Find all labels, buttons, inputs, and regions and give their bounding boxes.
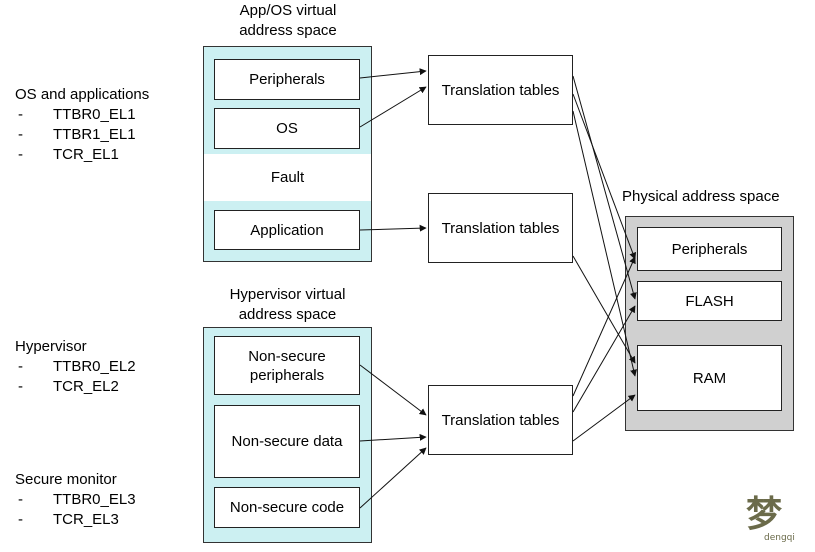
region-label: Non-secure peripherals	[248, 347, 326, 385]
tt-label: Translation tables	[441, 219, 560, 237]
phys-peripherals-region: Peripherals	[637, 227, 782, 271]
os-apps-heading: OS and applications	[15, 86, 150, 103]
region-label-line: peripherals	[249, 366, 325, 384]
arrow-periph-to-tt	[359, 68, 427, 79]
arrow-tt3-to-flash	[572, 305, 636, 413]
logo-glyph: 梦	[746, 494, 782, 535]
register-item: -TCR_EL2	[18, 378, 119, 395]
register-label: TCR_EL1	[53, 146, 119, 163]
arrow-nsperiph-to-tt	[359, 364, 427, 416]
hypervisor-heading: Hypervisor	[15, 338, 87, 355]
hypervisor-registers: Hypervisor -TTBR0_EL2 -TCR_EL2	[15, 337, 136, 397]
arrow-tt1-to-periph	[572, 93, 637, 260]
translation-tables-el1-app: Translation tables	[428, 193, 573, 263]
region-label: Non-secure data	[231, 433, 343, 450]
arrow-nsdata-to-tt	[359, 433, 427, 442]
register-item: -TTBR1_EL1	[18, 126, 136, 143]
arrow-app-to-tt	[359, 224, 427, 232]
tt-label: Translation tables	[441, 411, 560, 429]
register-item: -TTBR0_EL1	[18, 106, 136, 123]
logo-subtext: dengqi	[764, 533, 795, 542]
title-line: App/OS virtual	[239, 2, 337, 19]
register-label: TCR_EL3	[53, 511, 119, 528]
arrow-tt1-to-flash	[572, 75, 637, 300]
region-label: RAM	[692, 369, 727, 387]
phys-ram-region: RAM	[637, 345, 782, 411]
register-item: -TCR_EL1	[18, 146, 119, 163]
register-item: -TTBR0_EL3	[18, 491, 136, 508]
app-os-region: OS	[214, 108, 360, 149]
ns-data-region: Non-secure data	[214, 405, 360, 478]
register-label: TTBR0_EL1	[53, 106, 136, 123]
register-label: TTBR0_EL2	[53, 358, 136, 375]
region-label: Non-secure code	[229, 499, 345, 516]
region-label: Peripherals	[671, 240, 748, 258]
region-label-line: Non-secure	[248, 347, 326, 365]
translation-tables-el1-kernel: Translation tables	[428, 55, 573, 125]
register-label: TTBR0_EL3	[53, 491, 136, 508]
app-application-region: Application	[214, 210, 360, 250]
watermark-logo: 梦 dengqi	[742, 486, 802, 543]
register-label: TTBR1_EL1	[53, 126, 136, 143]
title-line: Hypervisor virtual	[229, 286, 346, 303]
region-label: Peripherals	[249, 71, 325, 88]
ns-peripherals-region: Non-secure peripherals	[214, 336, 360, 395]
secure-monitor-heading: Secure monitor	[15, 471, 117, 488]
phys-flash-region: FLASH	[637, 281, 782, 321]
physical-space-title: Physical address space	[622, 188, 780, 205]
app-os-space-title: App/OS virtual address space	[203, 1, 373, 41]
register-label: TCR_EL2	[53, 378, 119, 395]
fault-region: Fault	[204, 154, 371, 201]
ns-code-region: Non-secure code	[214, 487, 360, 528]
os-apps-registers: OS and applications -TTBR0_EL1 -TTBR1_EL…	[15, 85, 149, 165]
region-label: FLASH	[685, 292, 734, 310]
app-peripherals-region: Peripherals	[214, 59, 360, 100]
title-line: address space	[238, 306, 337, 323]
hyp-space-title: Hypervisor virtual address space	[195, 285, 380, 325]
region-label: OS	[276, 120, 298, 137]
arrow-os-to-tt	[359, 86, 427, 128]
secure-monitor-registers: Secure monitor -TTBR0_EL3 -TCR_EL3	[15, 470, 136, 530]
arrow-nscode-to-tt	[359, 447, 427, 509]
arrow-tt3-to-periph	[572, 256, 636, 397]
translation-tables-el2: Translation tables	[428, 385, 573, 455]
region-label: Fault	[270, 169, 305, 186]
register-item: -TCR_EL3	[18, 511, 119, 528]
region-label: Application	[250, 221, 324, 239]
arrow-tt2-to-ram	[572, 255, 636, 364]
title-line: address space	[239, 22, 337, 39]
tt-label: Translation tables	[441, 81, 560, 99]
arrow-tt3-to-ram	[572, 394, 636, 442]
arrow-tt1-to-ram	[572, 110, 637, 377]
logo-icon: 梦 dengqi	[746, 494, 795, 543]
register-item: -TTBR0_EL2	[18, 358, 136, 375]
